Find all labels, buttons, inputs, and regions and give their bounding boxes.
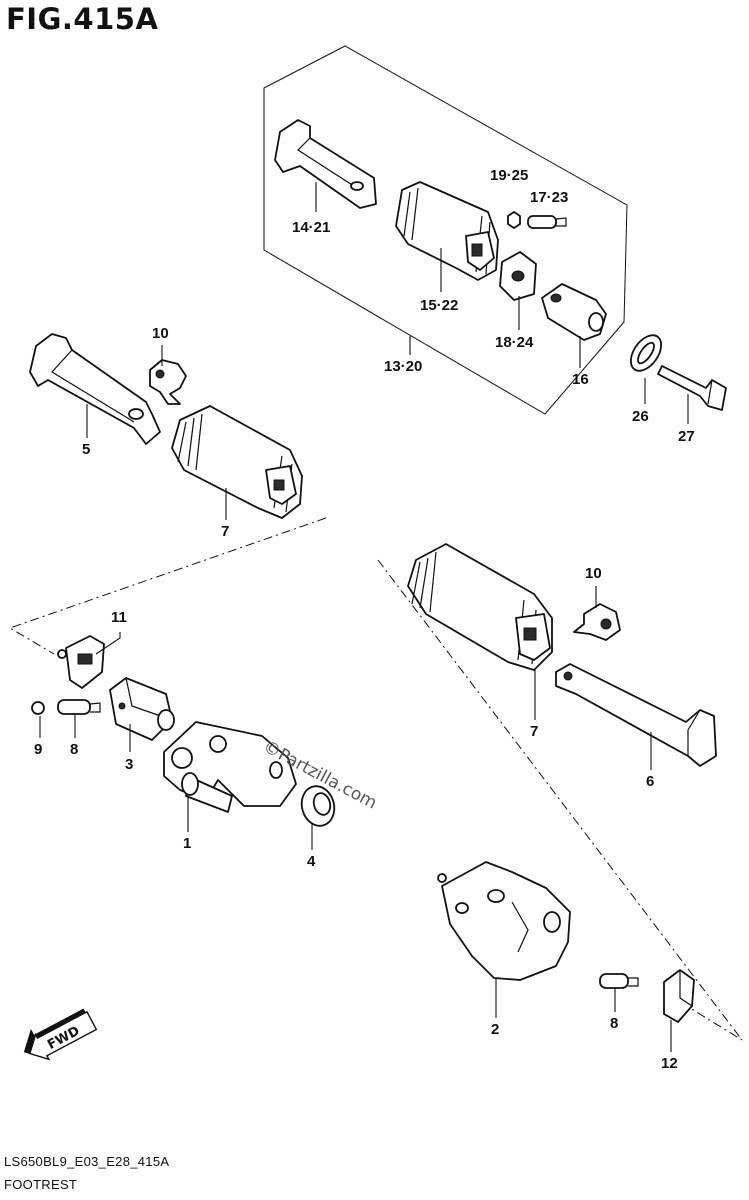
footrest-rubber-15-22 <box>395 181 499 281</box>
bracket-16 <box>541 283 607 341</box>
clip-12 <box>663 969 695 1023</box>
callout-2: 2 <box>491 1021 499 1038</box>
footrest-bar-14-21 <box>274 119 377 209</box>
pin-17-23 <box>527 215 567 229</box>
callout-7-left: 7 <box>221 523 229 540</box>
callout-10-lower: 10 <box>585 565 602 582</box>
reference-line-left <box>8 517 327 655</box>
leader-lines <box>39 182 689 1052</box>
callout-4: 4 <box>307 853 316 870</box>
main-bracket-1 <box>163 721 297 813</box>
callout-1: 1 <box>183 835 191 852</box>
callout-8-right: 8 <box>610 1015 618 1032</box>
callout-15-22: 15·22 <box>420 297 458 314</box>
clip-10-lower <box>573 603 621 641</box>
bolt-27 <box>657 365 727 411</box>
callout-3: 3 <box>125 756 133 773</box>
bushing-4 <box>300 785 336 827</box>
callout-19-25: 19·25 <box>490 167 528 184</box>
callout-10-upper: 10 <box>152 325 169 342</box>
callout-14-21: 14·21 <box>292 219 330 236</box>
callout-16: 16 <box>572 371 589 388</box>
callout-12: 12 <box>661 1055 678 1072</box>
callout-11: 11 <box>111 609 127 626</box>
footrest-rubber-7-right <box>407 543 553 671</box>
footrest-bar-6 <box>555 663 717 767</box>
callout-8-left: 8 <box>70 741 78 758</box>
reference-line-right <box>377 559 743 1041</box>
pin-8-left <box>57 699 101 715</box>
fwd-arrow-icon: FWD <box>23 1008 98 1061</box>
callout-7-right: 7 <box>530 723 538 740</box>
callout-9: 9 <box>34 741 42 758</box>
clip-10-upper <box>149 359 187 405</box>
kit-group-outline <box>263 45 628 415</box>
callout-6: 6 <box>646 773 654 790</box>
bracket-3 <box>109 677 175 741</box>
washer-26 <box>629 334 663 372</box>
figure-title: FIG.415A <box>6 2 159 36</box>
callout-26: 26 <box>632 408 649 425</box>
callout-17-23: 17·23 <box>530 189 568 206</box>
callout-18-24: 18·24 <box>495 334 534 351</box>
diagram-caption: FOOTREST <box>4 1177 78 1192</box>
cap-nut-9 <box>31 701 45 715</box>
callout-5: 5 <box>82 441 90 458</box>
plate-18-24 <box>499 251 537 301</box>
clip-11 <box>57 635 105 689</box>
callout-13-20: 13·20 <box>384 358 422 375</box>
callout-27: 27 <box>678 428 695 445</box>
footrest-bar-5 <box>29 333 161 445</box>
bracket-2 <box>437 861 571 981</box>
diagram-code: LS650BL9_E03_E28_415A <box>4 1154 170 1169</box>
footrest-rubber-7-left <box>171 405 303 519</box>
nut-19-25 <box>507 211 521 229</box>
pin-8-right <box>599 973 639 989</box>
